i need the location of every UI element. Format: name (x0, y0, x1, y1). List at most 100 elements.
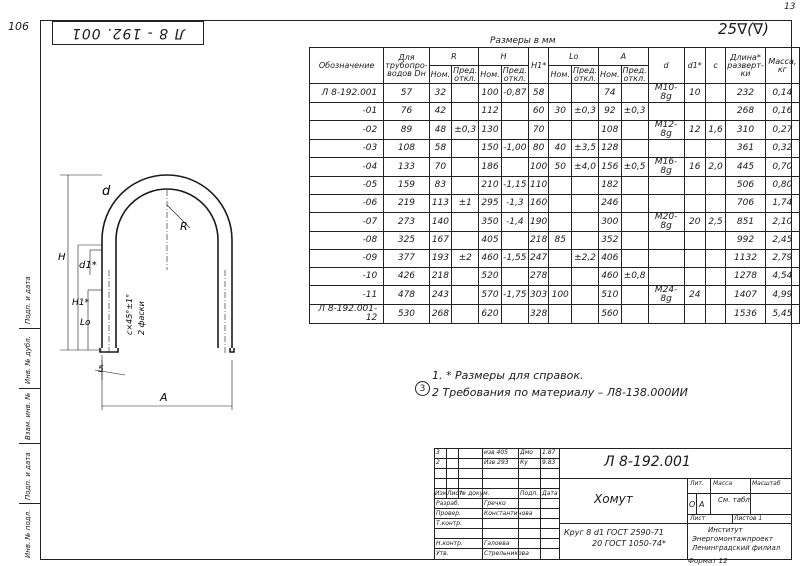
row-c (704, 231, 727, 250)
row-length: 1407 (725, 285, 766, 305)
row-d (647, 139, 685, 158)
row-r-dev (451, 285, 480, 305)
row-lo (548, 194, 572, 213)
row-d: М10-8g (647, 83, 685, 103)
row-h1: 80 (527, 139, 550, 158)
row-lo: 30 (548, 102, 572, 121)
row-designation: -02 (308, 120, 385, 140)
row-designation: -05 (308, 176, 385, 195)
row-a-dev: ±0,8 (620, 267, 649, 286)
row-designation: -09 (308, 249, 385, 268)
row-d (647, 194, 685, 213)
role-1-name: Гречко (484, 500, 506, 507)
row-length: 1132 (725, 249, 766, 268)
row-r-dev (451, 157, 480, 177)
label-d1: d1* (79, 260, 97, 271)
org-2: Энергомонтажпроект (692, 535, 773, 543)
roughness-mark: 25∇(∇) (718, 20, 769, 38)
th-H1: H1* (527, 47, 550, 84)
row-a: 156 (598, 157, 622, 177)
th-Lo-nom: Ном. (548, 65, 572, 84)
title-name: Хомут (594, 492, 633, 506)
row-a-dev (620, 120, 649, 140)
row-h: 620 (478, 304, 502, 324)
row-lo: 85 (548, 231, 572, 250)
row-h-dev: -1,75 (500, 285, 529, 305)
row-a: 352 (598, 231, 622, 250)
row-a-dev (620, 304, 649, 324)
row-lo-dev: ±2,2 (570, 249, 600, 268)
notes: 1. * Размеры для справок. 2 Требования п… (432, 367, 688, 401)
row-h-dev: -1,55 (500, 249, 529, 268)
label-chamfer-2: 2 фаски (137, 301, 146, 335)
row-c: 2,0 (704, 157, 727, 177)
title-block: 3 изв 405 Дмо 1.87 2 Изв 293 Ку 9.83 Изм… (434, 448, 792, 560)
row-d1 (683, 267, 706, 286)
row-lo-dev (570, 212, 600, 232)
sheets-label: Листов 1 (734, 515, 763, 522)
rev-1-doc: изв 405 (484, 449, 508, 456)
row-a-dev: ±0,5 (620, 157, 649, 177)
row-h-dev: -1,15 (500, 176, 529, 195)
rev-2-date: 9.83 (542, 459, 556, 466)
row-d: М20-8g (647, 212, 685, 232)
row-d (647, 267, 685, 286)
row-length: 445 (725, 157, 766, 177)
th-mass: Масса, кг (764, 47, 800, 84)
row-h1: 303 (527, 285, 550, 305)
row-h: 186 (478, 157, 502, 177)
row-designation: -06 (308, 194, 385, 213)
th-A-dev: Пред. откл. (620, 65, 649, 84)
row-h-dev: -1,00 (500, 139, 529, 158)
row-lo (548, 304, 572, 324)
row-mass: 2,79 (764, 249, 800, 268)
lit-value-2: А (699, 500, 705, 509)
row-lo-dev (570, 194, 600, 213)
th-designation: Обозначение (308, 47, 385, 84)
sheet-label: Лист (690, 515, 706, 522)
row-mass: 5,45 (764, 304, 800, 324)
row-h: 112 (478, 102, 502, 121)
th-d: d (647, 47, 685, 84)
row-h: 520 (478, 267, 502, 286)
th-A-nom: Ном. (598, 65, 622, 84)
row-d1 (683, 139, 706, 158)
row-a: 92 (598, 102, 622, 121)
row-d1 (683, 231, 706, 250)
th-H: H (478, 47, 529, 66)
row-length: 851 (725, 212, 766, 232)
row-a: 460 (598, 267, 622, 286)
row-designation: -11 (308, 285, 385, 305)
row-dn: 57 (383, 83, 430, 103)
side-label-sign-date-2: Подп. и дата (24, 452, 32, 500)
row-c (704, 83, 727, 103)
th-R-nom: Ном. (428, 65, 453, 84)
u-bolt-inner (115, 188, 219, 348)
label-d: d (102, 184, 111, 199)
row-h: 350 (478, 212, 502, 232)
row-dn: 273 (383, 212, 430, 232)
row-lo-dev (570, 83, 600, 103)
row-r-dev: ±0,3 (451, 120, 480, 140)
row-h-dev (500, 304, 529, 324)
row-lo-dev (570, 231, 600, 250)
row-d1 (683, 249, 706, 268)
row-a-dev (620, 83, 649, 103)
row-a-dev (620, 194, 649, 213)
col-date: Дата (542, 490, 558, 497)
side-label-orig-inv: Инв. № подл. (24, 509, 32, 558)
row-r-dev (451, 139, 480, 158)
th-c: c (704, 47, 727, 84)
row-h1: 328 (527, 304, 550, 324)
side-label-dup-inv: Инв. № дубл. (24, 336, 32, 384)
row-mass: 2,45 (764, 231, 800, 250)
row-r-dev (451, 304, 480, 324)
rev-1-sig: Дмо (520, 449, 533, 456)
role-2-name: Константинова (484, 510, 533, 517)
scale-label: Масштаб (752, 480, 781, 487)
th-A: A (598, 47, 649, 66)
row-h1: 278 (527, 267, 550, 286)
row-a-dev: ±0,3 (620, 102, 649, 121)
